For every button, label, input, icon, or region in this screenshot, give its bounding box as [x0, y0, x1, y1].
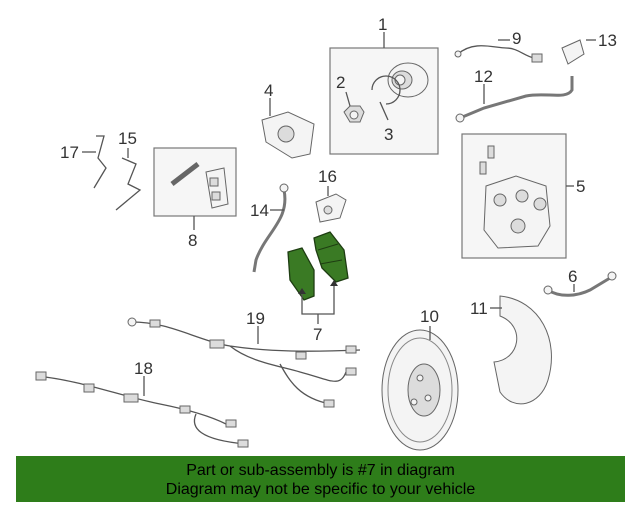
callout-1: 1: [378, 15, 387, 34]
callout-9: 9: [512, 29, 521, 48]
snap-ring: [371, 75, 401, 105]
callout-5: 5: [576, 177, 585, 196]
brake-caliper: [483, 175, 551, 249]
banner-line-part: Part or sub-assembly is #7 in diagram: [186, 462, 455, 479]
bracket-17: [93, 135, 107, 189]
brake-line-12: [455, 76, 574, 123]
callout-2: 2: [336, 73, 345, 92]
callout-8: 8: [188, 231, 197, 250]
callout-18: 18: [134, 359, 153, 378]
callout-11: 11: [470, 299, 488, 318]
splash-shield-11: [493, 295, 552, 405]
bracket-13: [561, 39, 585, 65]
callout-7-leader: [298, 280, 338, 324]
callout-16: 16: [318, 167, 337, 186]
callout-17: 17: [60, 143, 79, 162]
callout-19: 19: [246, 309, 265, 328]
brake-rotor-10: [381, 329, 459, 451]
brake-pad-inner: [287, 247, 315, 301]
brake-pad-outer: [313, 231, 349, 283]
wear-sensor-9: [454, 45, 543, 63]
brake-line-6: [543, 271, 617, 297]
banner-line-disclaimer: Diagram may not be specific to your vehi…: [165, 481, 476, 498]
callout-13: 13: [598, 31, 617, 50]
steering-knuckle: [261, 111, 315, 159]
callout-3: 3: [384, 125, 393, 144]
callout-7: 7: [313, 325, 322, 344]
bleeder-screws: [479, 145, 495, 175]
brake-hose-14: [252, 183, 289, 273]
callout-15: 15: [118, 129, 137, 148]
pad-hardware-kit: [170, 162, 229, 209]
callout-12: 12: [474, 67, 493, 86]
callout-4: 4: [264, 81, 273, 100]
info-banner: Part or sub-assembly is #7 in diagram Di…: [16, 456, 625, 502]
speed-sensor-16: [315, 193, 347, 223]
bracket-15: [115, 157, 142, 211]
wheel-bearing: [387, 62, 429, 98]
hub-nut: [343, 105, 365, 123]
callout-14: 14: [250, 201, 269, 220]
callout-10: 10: [420, 307, 439, 326]
callout-6: 6: [568, 267, 577, 286]
wiring-harness-19: [127, 317, 361, 408]
brake-pad-set-7: [287, 231, 349, 301]
wiring-harness-18: [35, 371, 249, 448]
